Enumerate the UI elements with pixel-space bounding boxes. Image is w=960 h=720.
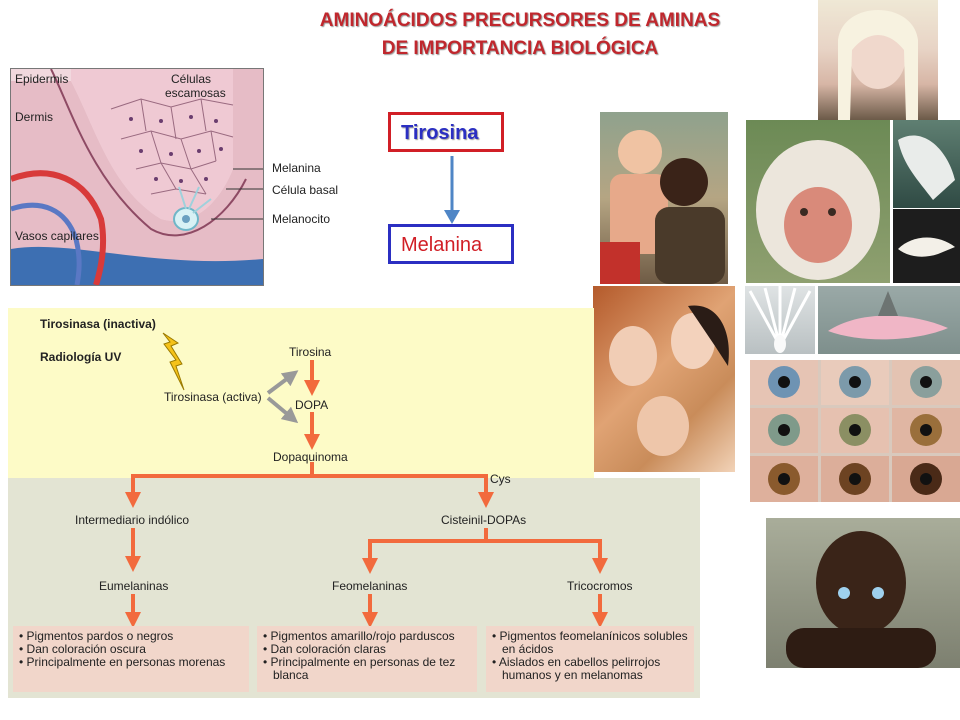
albino-gorilla-photo — [746, 120, 890, 283]
white-peacock-photo — [745, 286, 815, 354]
cys-label: Cys — [490, 472, 511, 486]
feomelaninas-note-line: • Pigmentos amarillo/rojo parduscos — [263, 629, 455, 643]
pink-dolphin-photo — [818, 286, 960, 354]
intermediario-indolico-label: Intermediario indólico — [75, 513, 190, 527]
eumelaninas-note-line: • Principalmente en personas morenas — [19, 655, 226, 669]
albino-whale-photo — [893, 120, 960, 208]
radiologia-uv-label: Radiología UV — [40, 350, 122, 364]
epidermis-label: Epidermis — [15, 72, 69, 86]
celulas-label: Células — [171, 72, 212, 86]
tricocromos-note-line: • Pigmentos feomelanínicos solubles en á… — [492, 629, 688, 656]
tirosina-to-melanina-arrow — [444, 156, 460, 224]
tirosinasa-inactiva-label: Tirosinasa (inactiva) — [40, 317, 156, 331]
eumelaninas-note-line: • Dan coloración oscura — [19, 642, 146, 656]
page-title-line2: DE IMPORTANCIA BIOLÓGICA — [381, 38, 659, 59]
dermis-label: Dermis — [15, 110, 53, 124]
tirosina-box: Tirosina — [388, 112, 504, 152]
feomelaninas-note-line: • Dan coloración claras — [263, 642, 386, 656]
tricocromos-note: • Pigmentos feomelanínicos solubles en á… — [486, 626, 694, 692]
feomelaninas-label: Feomelaninas — [332, 579, 408, 593]
children-photo — [600, 112, 728, 284]
albino-alligator-photo — [893, 209, 960, 283]
boy-blue-eyes-photo — [766, 518, 960, 668]
tirosinasa-activa-label: Tirosinasa (activa) — [164, 390, 262, 404]
cisteinil-dopas-label: Cisteinil-DOPAs — [441, 513, 527, 527]
eye-colors-photo — [750, 360, 960, 502]
dopaquinoma-label: Dopaquinoma — [273, 450, 348, 464]
eumelaninas-note-line: • Pigmentos pardos o negros — [19, 629, 174, 643]
tricocromos-label: Tricocromos — [567, 579, 633, 593]
celula-basal-label: Célula basal — [272, 183, 339, 197]
melanina-label: Melanina — [272, 161, 321, 175]
eumelaninas-label: Eumelaninas — [99, 579, 169, 593]
melanina-box: Melanina — [388, 224, 514, 264]
escamosas-label: escamosas — [165, 86, 226, 100]
feomelaninas-note: • Pigmentos amarillo/rojo parduscos • Da… — [257, 626, 477, 692]
page-title-line1: AMINOÁCIDOS PRECURSORES DE AMINAS — [319, 10, 721, 31]
women-hair-photo — [593, 286, 735, 472]
skin-illustration — [11, 69, 263, 285]
dopa-label: DOPA — [295, 398, 329, 412]
eumelaninas-note: • Pigmentos pardos o negros • Dan colora… — [13, 626, 249, 692]
melanocito-label: Melanocito — [272, 212, 331, 226]
tricocromos-note-line: • Aislados en cabellos pelirrojos humano… — [492, 655, 661, 682]
albino-woman-photo — [818, 0, 938, 120]
pathway-upper-panel — [8, 308, 594, 478]
skin-diagram: Epidermis Dermis Vasos capilares Células… — [10, 68, 264, 286]
feomelaninas-note-line: • Principalmente en personas de tez blan… — [263, 655, 456, 682]
vasos-capilares-label: Vasos capilares — [15, 229, 99, 243]
pathway-tirosina-label: Tirosina — [289, 345, 332, 359]
